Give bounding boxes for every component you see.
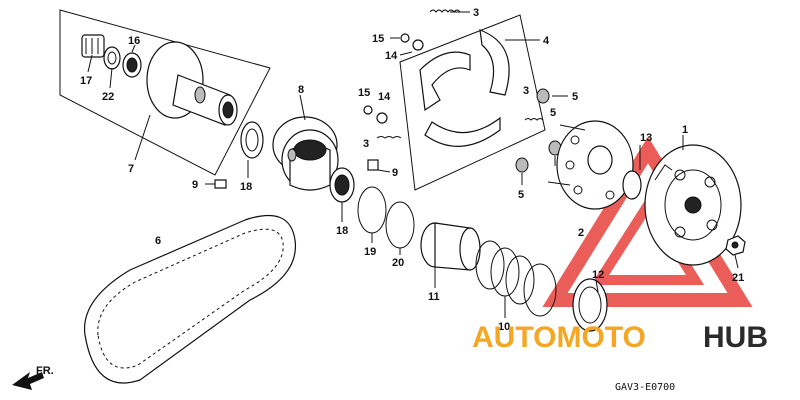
callout-11: 11 <box>428 291 440 303</box>
callout-3a: 3 <box>473 7 479 19</box>
callout-5b: 5 <box>550 107 556 119</box>
callout-8: 8 <box>298 84 304 96</box>
callout-17: 17 <box>80 75 92 87</box>
direction-label: FR. <box>36 365 54 377</box>
callouts: 1 2 3 3 3 4 5 5 5 6 7 8 9 9 10 11 12 13 … <box>80 7 744 333</box>
clip-14a <box>412 39 424 51</box>
driven-face-group <box>59 9 271 176</box>
callout-22: 22 <box>102 91 114 103</box>
watermark-text-left: AUTOMOTO <box>472 321 646 354</box>
callout-19: 19 <box>364 246 376 258</box>
oil-seal-18a <box>240 121 264 159</box>
callout-6: 6 <box>155 235 161 247</box>
arrow-icon <box>12 372 44 390</box>
callout-15b: 15 <box>358 87 370 99</box>
callout-12: 12 <box>592 269 604 281</box>
diagram-code: GAV3-E0700 <box>615 382 675 393</box>
o-ring-20 <box>385 201 415 249</box>
callout-1: 1 <box>682 124 688 136</box>
callout-10: 10 <box>498 321 510 333</box>
callout-5c: 5 <box>518 189 524 201</box>
callout-18b: 18 <box>336 225 348 237</box>
callout-3c: 3 <box>363 138 369 150</box>
clutch-shoe-right <box>479 29 510 96</box>
clip-14b <box>376 112 388 124</box>
callout-20: 20 <box>392 257 404 269</box>
needle-bearing-17 <box>81 34 105 58</box>
damper-5a <box>536 88 550 104</box>
watermark-text: AUTOMOTO HUB <box>472 321 768 354</box>
callout-9b: 9 <box>392 167 398 179</box>
pin-9b <box>367 159 379 171</box>
callout-21: 21 <box>732 272 744 284</box>
watermark-text-right: HUB <box>703 321 768 354</box>
callout-7: 7 <box>128 163 134 175</box>
drive-belt-6 <box>83 214 297 384</box>
washer-15b <box>363 105 373 115</box>
clutch-shoe-upper <box>419 51 471 112</box>
clutch-shoe-group <box>363 9 546 191</box>
washer-15a <box>400 33 410 43</box>
clutch-spring-3b <box>376 136 402 139</box>
callout-14a: 14 <box>385 50 398 62</box>
guide-pin-9a <box>214 179 227 189</box>
callout-9a: 9 <box>192 179 198 191</box>
damper-5c <box>515 157 529 173</box>
oil-seal-13 <box>622 170 642 200</box>
leader-lines <box>87 11 739 318</box>
clutch-shoe-lower <box>424 116 501 147</box>
driven-pulley-group <box>214 116 608 332</box>
oil-seal-22 <box>103 46 121 70</box>
group-box-7 <box>59 9 271 176</box>
callout-16: 16 <box>128 35 140 47</box>
callout-13: 13 <box>640 132 652 144</box>
spring-10 <box>490 247 520 297</box>
callout-2: 2 <box>578 227 584 239</box>
clutch-spring-3a <box>429 9 461 13</box>
callout-4: 4 <box>543 35 550 47</box>
callout-14b: 14 <box>378 91 391 103</box>
callout-3b: 3 <box>523 85 529 97</box>
clutch-outer-group <box>515 88 746 266</box>
seal-collar-12 <box>572 278 608 332</box>
callout-18a: 18 <box>240 181 252 193</box>
o-ring-19 <box>357 186 387 234</box>
clutch-spring-3c <box>524 118 544 121</box>
front-direction-indicator: FR. <box>12 365 54 390</box>
callout-5a: 5 <box>572 91 578 103</box>
callout-15a: 15 <box>372 33 384 45</box>
